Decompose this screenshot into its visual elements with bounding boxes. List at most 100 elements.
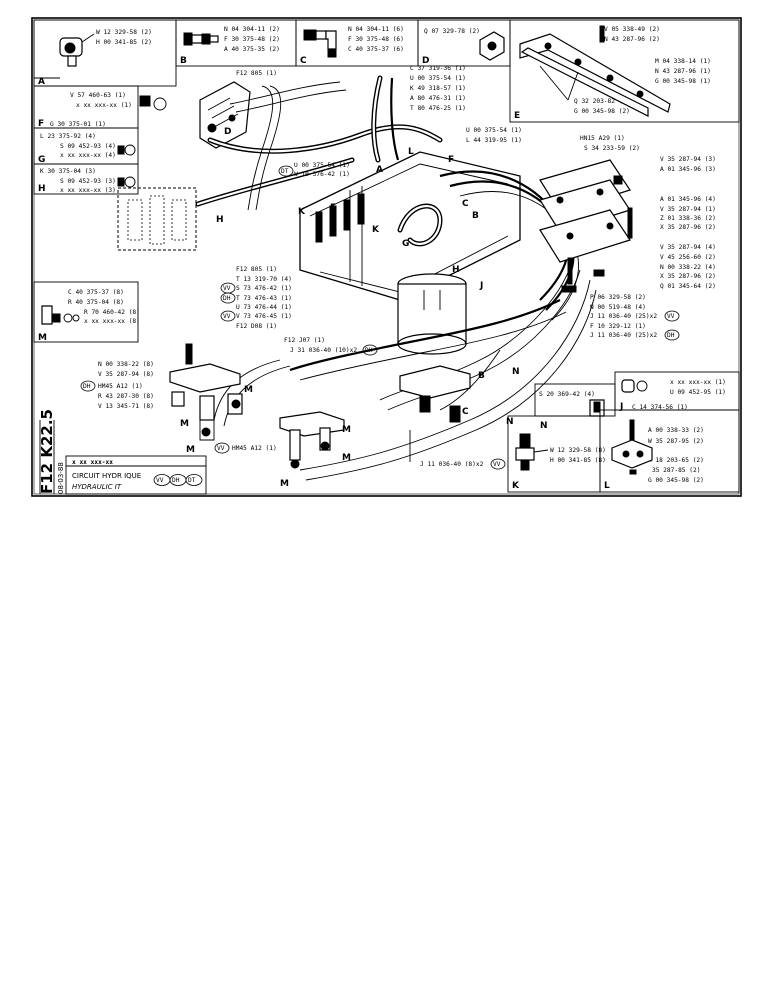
straight-union-icon (183, 32, 219, 46)
vv-badge-lc: VV (490, 458, 506, 470)
plug-seal-icon (117, 144, 136, 156)
tag-B-low: B (478, 371, 485, 381)
cap-icon (621, 379, 648, 393)
callout-lc-0: J 11 036-40 (8)x2 (420, 461, 484, 468)
box-G: G L 23 375-92 (4) S 09 452-93 (4) x xx x… (33, 127, 139, 165)
box-L-line-4: G 00 345-98 (2) (648, 477, 704, 484)
callout-rm-7: V 45 256-60 (2) (660, 254, 716, 261)
callouts-left-mid: F12 805 (1) T 13 319-70 (4) S 73 476-42 … (220, 266, 292, 330)
callouts-top-center: C 37 319-36 (1) U 00 375-54 (1) K 49 318… (236, 65, 466, 112)
box-M-line-0: C 40 375-37 (8) (68, 289, 124, 296)
box-L-tag: L (604, 481, 610, 491)
plug-ring-icon (139, 95, 167, 111)
callout-lm-0: F12 805 (1) (236, 266, 277, 273)
callouts-lower-left: F12 J07 (1) J 31 036-40 (10)x2 DH N 00 3… (80, 337, 378, 454)
tag-M-4: M (342, 425, 351, 435)
box-D-line-0: Q 07 329-78 (2) (424, 28, 480, 35)
callout-rl-2: J 11 036-40 (25)x2 (590, 313, 657, 320)
title-line1: CIRCUIT HYDR IQUE (72, 472, 141, 480)
dh-badge-l1: DH (220, 292, 236, 304)
side-date: 08-03-88 (57, 462, 65, 494)
tag-C-low: C (462, 407, 469, 417)
callout-ll-6: V 13 345-71 (8) (98, 403, 154, 410)
ot-badge: DT (278, 165, 294, 177)
tag-H-mid: H (452, 265, 460, 275)
vv-badge-ll3-text: VV (217, 445, 225, 452)
box-H-tag: H (38, 184, 46, 194)
callout-tc-0: C 37 319-36 (1) (410, 65, 466, 72)
callout-ll-0: F12 J07 (1) (284, 337, 325, 344)
box-B-line-0: N 04 304-11 (2) (224, 26, 280, 33)
vv-badge-l2-text: VV (223, 313, 231, 320)
callout-rm-0: V 35 287-94 (3) (660, 156, 716, 163)
tag-J: J (479, 281, 483, 291)
dh-badge-ll2-text: DH (83, 383, 91, 390)
box-F: F V 57 460-63 (1) x xx xxx-xx (1) G 30 3… (33, 85, 167, 129)
ot-badge-text: DT (281, 168, 289, 175)
tag-B: B (472, 211, 479, 221)
box-E-tag: E (514, 111, 520, 121)
tag-M-1: M (244, 385, 253, 395)
dh-badge-r1-text: DH (667, 332, 675, 339)
tag-M-6: M (280, 479, 289, 489)
box-L-line-3: 35 287-85 (2) (652, 467, 700, 474)
callout-tc-2: K 49 318-57 (1) (410, 85, 466, 92)
callout-tc-4: T 80 476-25 (1) (410, 105, 466, 112)
box-G-line-1: S 09 452-93 (4) (60, 143, 116, 150)
callout-rl-1: N 00 519-48 (4) (590, 304, 646, 311)
box-C-line-0: N 04 304-11 (6) (348, 26, 404, 33)
box-N-tag: N (540, 421, 548, 431)
box-J: x xx xxx-xx (1) U 09 452-95 (1) J C 14 3… (614, 371, 740, 412)
box-J-tag: J (619, 402, 623, 412)
callout-tc-3: A 80 476-31 (1) (410, 95, 466, 102)
valve-block (117, 187, 197, 251)
box-H: H K 30 375-04 (3) S 09 452-93 (3) x xx x… (33, 163, 139, 195)
callouts-right: HN15 A29 (1) S 34 233-59 (2) V 35 287-94… (580, 135, 716, 341)
dh-badge-ll1: DH (362, 344, 378, 356)
clamp-icon (589, 399, 605, 417)
box-E: E V 05 338-49 (2) N 43 287-96 (2) M 04 3… (509, 19, 740, 123)
box-F-line-1: x xx xxx-xx (1) (76, 102, 132, 109)
box-K-line-1: H 00 341-85 (8) (550, 457, 606, 464)
tag-L: L (408, 147, 414, 157)
control-levers (315, 193, 365, 243)
box-B: B N 04 304-11 (2) F 30 375-48 (2) A 40 3… (175, 19, 297, 67)
callout-rt-1: S 34 233-59 (2) (584, 145, 640, 152)
box-H-line-0: K 30 375-04 (3) (40, 168, 96, 175)
box-E-line-5: Q 32 203-82 (2) (574, 98, 630, 105)
box-L-line-0: A 00 338-33 (2) (648, 427, 704, 434)
box-B-tag: B (180, 56, 187, 66)
callout-rl-4: J 11 036-40 (25)x2 (590, 332, 657, 339)
box-H-line-2: x xx xxx-xx (3) (60, 187, 116, 194)
right-plate (539, 159, 633, 293)
box-K-line-0: W 12 329-58 (8) (550, 447, 606, 454)
letter-tags: D H A L F K E K G C B H J N N B C M M M … (180, 127, 520, 489)
dh-badge-ll1-text: DH (365, 347, 373, 354)
box-J-line-0: x xx xxx-xx (1) (670, 379, 726, 386)
callout-tc-1: U 00 375-54 (1) (410, 75, 466, 82)
callout-ll-7: HM45 A12 (1) (232, 445, 277, 452)
box-F-line-0: V 57 460-63 (1) (70, 92, 126, 99)
box-K-tag: K (512, 481, 520, 491)
lower-left-bracket (169, 343, 243, 441)
box-B-line-2: A 40 375-35 (2) (224, 46, 280, 53)
box-H-line-1: S 09 452-93 (3) (60, 178, 116, 185)
box-E-line-3: N 43 287-96 (1) (655, 68, 711, 75)
box-M: M C 40 375-37 (8) R 40 375-04 (8) R 70 4… (33, 281, 140, 343)
callout-rm-5: X 35 287-96 (2) (660, 224, 716, 231)
vv-badge-r1-text: VV (667, 313, 675, 320)
box-C-line-1: F 30 375-48 (6) (348, 36, 404, 43)
tag-G: G (402, 239, 409, 249)
box-N: S 20 369-42 (4) N (534, 383, 616, 431)
callout-rm-10: Q 01 345-64 (2) (660, 283, 716, 290)
callout-lm-5: V 73 476-45 (1) (236, 313, 292, 320)
side-code: F12 K22.5 (38, 409, 56, 494)
vv-badge-l2: VV (220, 310, 236, 322)
box-J-line-2: C 14 374-56 (1) (632, 404, 688, 411)
box-B-line-1: F 30 375-48 (2) (224, 36, 280, 43)
callout-lm-6: F12 D08 (1) (236, 323, 277, 330)
left-bracket (199, 81, 251, 149)
callout-ll-1: J 31 036-40 (10)x2 (290, 347, 357, 354)
box-A-tag: A (38, 77, 45, 87)
box-D: D Q 07 329-78 (2) (417, 19, 511, 67)
